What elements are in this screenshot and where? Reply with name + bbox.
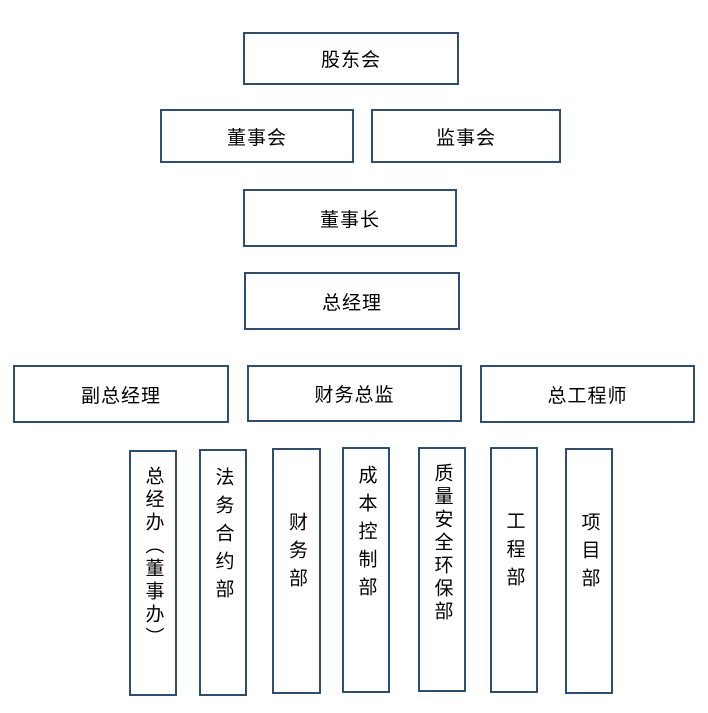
node-finance-director: 财务总监: [247, 365, 462, 422]
dept-label: 法务合约部: [212, 467, 235, 607]
node-label: 董事会: [226, 126, 287, 149]
node-label: 副总经理: [80, 384, 161, 407]
dept-projects: 项目部: [565, 448, 613, 694]
node-label: 董事长: [319, 208, 380, 231]
node-shareholders: 股东会: [243, 32, 459, 85]
node-label: 总工程师: [547, 384, 628, 407]
dept-quality-safety-env: 质量安全环保部: [418, 447, 466, 692]
dept-gm-office: 总经办（董事办）: [129, 450, 177, 696]
dept-finance: 财务部: [272, 448, 321, 694]
node-general-manager: 总经理: [244, 272, 460, 330]
dept-legal-contracts: 法务合约部: [199, 449, 247, 696]
node-label: 监事会: [435, 126, 496, 149]
node-label: 财务总监: [314, 384, 395, 406]
dept-engineering: 工程部: [490, 447, 538, 693]
dept-label: 工程部: [503, 511, 526, 595]
dept-cost-control: 成本控制部: [342, 447, 390, 693]
dept-label: 质量安全环保部: [431, 463, 454, 624]
dept-label: 财务部: [286, 512, 308, 596]
node-board-of-supervisors: 监事会: [371, 109, 561, 163]
node-label: 总经理: [321, 291, 382, 314]
node-chairman: 董事长: [243, 189, 457, 247]
dept-label: 成本控制部: [355, 465, 378, 605]
dept-label: 项目部: [578, 512, 601, 596]
node-board-of-directors: 董事会: [160, 109, 354, 163]
node-deputy-gm: 副总经理: [13, 365, 229, 423]
dept-label: 总经办（董事办）: [142, 466, 165, 650]
node-chief-engineer: 总工程师: [480, 365, 695, 423]
node-label: 股东会: [320, 49, 381, 71]
